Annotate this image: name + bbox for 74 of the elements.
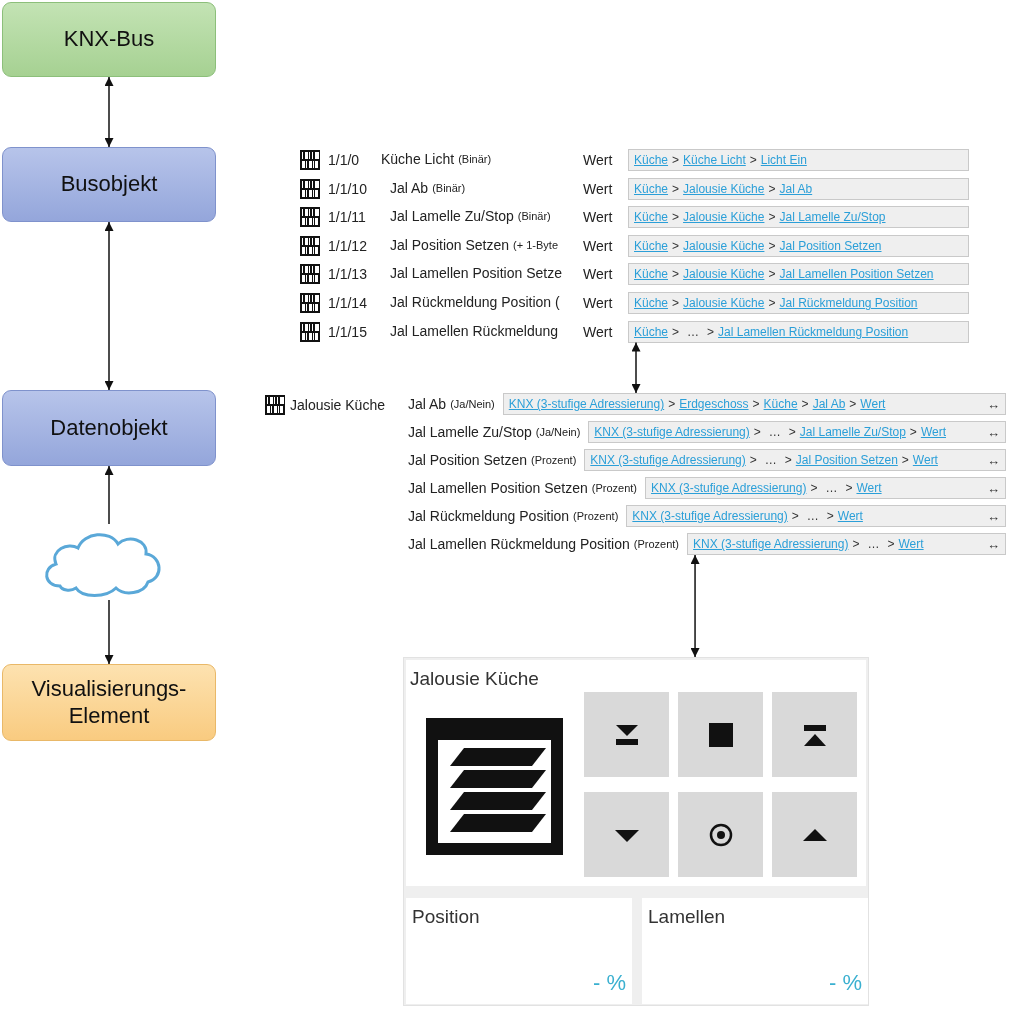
arrow: [631, 341, 641, 394]
type-text: (Binär): [458, 153, 492, 165]
object-name: Jal Ab: [408, 396, 447, 412]
address-text: 1/1/11: [328, 209, 366, 226]
address-text: 1/1/14: [328, 295, 367, 311]
card-title: Position: [412, 906, 480, 928]
arrow: [104, 599, 114, 665]
type-text: (Ja/Nein): [535, 426, 581, 438]
address-text: 1/1/13: [328, 266, 367, 283]
object-name: Jal Lamelle Zu/Stop: [408, 424, 532, 440]
value-text: - %: [593, 970, 626, 996]
control-button: [678, 792, 763, 877]
object-name: Jal Lamellen Rückmeldung: [390, 322, 559, 339]
value-text: Wert: [583, 295, 613, 311]
path-field: KNX (3-stufige Adressierung) > … > Jal Lamelle Zu/Stop > Wert ↔: [588, 421, 1006, 443]
value-text: Wert: [583, 180, 613, 197]
process-box: Datenobjekt: [2, 390, 216, 466]
path-field: Küche > Küche Licht > Licht Ein: [628, 149, 969, 171]
object-name: Küche Licht: [381, 151, 455, 167]
control-panel: [403, 657, 869, 1006]
arrow: [690, 554, 700, 658]
path-field: KNX (3-stufige Adressierung) > … > Wert ↔: [687, 533, 1006, 555]
value-text: Wert: [583, 152, 613, 168]
path-field: Küche > Jalousie Küche > Jal Ab: [628, 177, 969, 200]
value-text: Wert: [583, 266, 613, 283]
type-text: (Prozent): [633, 538, 680, 550]
control-button: [584, 792, 669, 877]
type-text: (Prozent): [573, 510, 619, 522]
value-text: Wert: [583, 237, 613, 254]
type-text: (Binär): [517, 210, 551, 223]
value-text: - %: [829, 970, 862, 996]
path-field: Küche > … > Jal Lamellen Rückmeldung Position: [628, 320, 969, 343]
card-title: Lamellen: [648, 906, 726, 928]
value-text: Wert: [583, 323, 613, 340]
address-text: 1/1/10: [328, 180, 367, 197]
panel-title: Jalousie Küche: [410, 668, 539, 690]
type-text: (+ 1-Byte: [513, 238, 558, 251]
object-name: Jalousie Küche: [290, 397, 385, 413]
object-name: Jal Rückmeldung Position (: [390, 294, 560, 310]
control-button: [772, 792, 857, 877]
arrow: [104, 465, 114, 525]
process-box: Visualisierungs- Element: [2, 664, 216, 741]
object-name: Jal Rückmeldung Position: [408, 508, 570, 524]
address-text: 1/1/15: [328, 323, 367, 340]
object-name: Jal Lamellen Rückmeldung Position: [408, 536, 630, 552]
object-name: Jal Position Setzen: [390, 236, 510, 253]
address-text: 1/1/12: [328, 237, 367, 254]
arrow: [104, 76, 114, 148]
path-field: KNX (3-stufige Adressierung) > … > Wert ↔: [626, 505, 1006, 527]
object-name: Jal Lamellen Position Setze: [390, 265, 562, 282]
object-name: Jal Ab: [390, 179, 429, 196]
path-field: KNX (3-stufige Adressierung) > … > Wert ↔: [645, 477, 1006, 499]
value-text: Wert: [583, 209, 613, 226]
path-field: KNX (3-stufige Adressierung) > … > Jal Position Setzen > Wert ↔: [584, 449, 1006, 471]
path-field: Küche > Jalousie Küche > Jal Position Setzen: [628, 234, 969, 257]
path-field: Küche > Jalousie Küche > Jal Lamellen Position Setzen: [628, 263, 969, 286]
value-card: [642, 898, 868, 1004]
type-text: (Prozent): [591, 482, 638, 494]
type-text: (Binär): [432, 181, 466, 194]
path-field: KNX (3-stufige Adressierung) > Erdgeschoss > Küche > Jal Ab > Wert ↔: [502, 393, 1006, 415]
path-field: Küche > Jalousie Küche > Jal Rückmeldung Position: [628, 292, 969, 314]
address-text: 1/1/0: [328, 152, 360, 168]
control-button: [772, 692, 857, 777]
type-text: (Prozent): [531, 454, 577, 466]
control-button: [584, 692, 669, 777]
path-field: Küche > Jalousie Küche > Jal Lamelle Zu/Stop: [628, 206, 969, 229]
arrow: [104, 221, 114, 391]
object-name: Jal Lamellen Position Setzen: [408, 480, 588, 496]
process-box: KNX-Bus: [2, 2, 216, 77]
control-button: [678, 692, 763, 777]
object-name: Jal Lamelle Zu/Stop: [390, 208, 514, 225]
object-name: Jal Position Setzen: [408, 452, 528, 468]
process-box: Busobjekt: [2, 147, 216, 222]
value-card: [406, 898, 632, 1004]
